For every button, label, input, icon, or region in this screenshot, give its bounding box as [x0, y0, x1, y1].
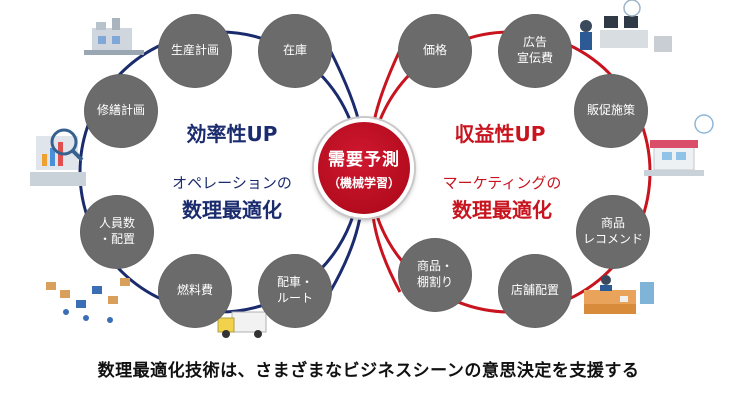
profit-node-shelf[interactable]: 商品・ 棚割り: [398, 238, 472, 312]
warehouse-icon: [46, 278, 130, 323]
node-label: 宣伝費: [516, 51, 553, 65]
cashier-icon: [584, 275, 654, 314]
node-label: 販促施策: [586, 103, 635, 118]
center-demand-forecast[interactable]: 需要予測 （機械学習）: [314, 118, 414, 218]
node-label: 広告: [522, 35, 547, 50]
profit-node-promotion[interactable]: 販促施策: [574, 74, 648, 148]
truck-icon: [217, 311, 267, 338]
bottom-caption: 数理最適化技術は、さまざまなビジネスシーンの意思決定を支援する: [97, 361, 640, 381]
store-icon: [644, 114, 714, 176]
efficiency-node-inventory[interactable]: 在庫: [258, 14, 332, 88]
node-label: レコメンド: [582, 232, 643, 246]
factory-icon: [84, 18, 144, 55]
efficiency-main: 数理最適化: [182, 198, 282, 222]
office-icon: [580, 0, 672, 52]
profit-node-store-location[interactable]: 店舗配置: [498, 254, 572, 328]
node-label: 生産計画: [170, 43, 219, 58]
node-label: ルート: [276, 291, 313, 305]
node-label: 価格: [422, 43, 447, 58]
node-label: ・配置: [98, 232, 135, 246]
node-label: 棚割り: [416, 275, 453, 289]
efficiency-sub: オペレーションの: [172, 174, 292, 192]
center-subtitle: （機械学習）: [327, 176, 400, 190]
node-label: 配車・: [276, 275, 313, 290]
efficiency-node-fuel-cost[interactable]: 燃料費: [158, 254, 232, 328]
profit-sub: マーケティングの: [442, 174, 562, 192]
profit-main: 数理最適化: [452, 198, 552, 222]
profit-node-recommend[interactable]: 商品 レコメンド: [576, 195, 650, 269]
analytics-icon: [30, 128, 86, 186]
center-title: 需要予測: [328, 150, 400, 170]
node-label: 店舗配置: [510, 283, 559, 298]
node-label: 人員数: [98, 216, 135, 231]
node-label: 燃料費: [176, 283, 213, 298]
profit-heading: 収益性UP: [454, 122, 546, 146]
efficiency-heading: 効率性UP: [186, 122, 278, 146]
efficiency-node-staffing[interactable]: 人員数 ・配置: [80, 195, 154, 269]
efficiency-node-dispatch-route[interactable]: 配車・ ルート: [258, 254, 332, 328]
node-label: 在庫: [282, 43, 307, 58]
efficiency-node-production-plan[interactable]: 生産計画: [158, 14, 232, 88]
node-label: 修繕計画: [96, 103, 145, 118]
profit-node-price[interactable]: 価格: [398, 14, 472, 88]
node-label: 商品・: [416, 259, 453, 274]
profit-node-advertising[interactable]: 広告 宣伝費: [498, 14, 572, 88]
node-label: 商品: [600, 216, 625, 231]
efficiency-node-maintenance-plan[interactable]: 修繕計画: [84, 74, 158, 148]
